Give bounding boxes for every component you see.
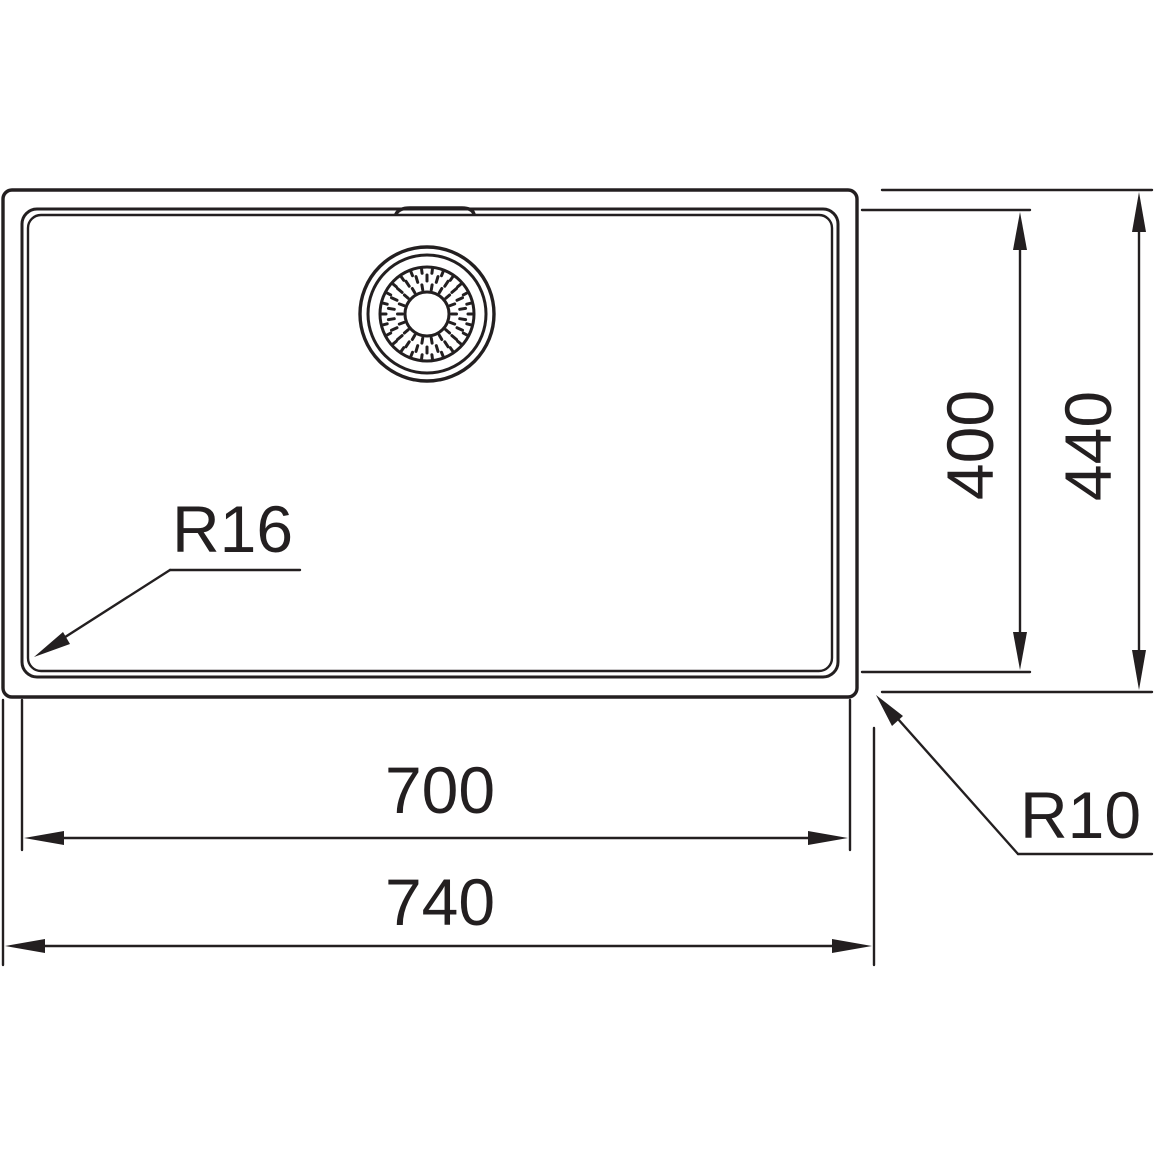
strainer-hole — [404, 340, 411, 349]
strainer-hole — [465, 301, 473, 306]
strainer-hole — [443, 340, 450, 349]
strainer-hole — [396, 287, 404, 294]
strainer-hole — [437, 333, 444, 341]
strainer-hole — [440, 270, 445, 278]
strainer-hole — [396, 334, 404, 341]
dimension-label-inner-depth: 400 — [933, 390, 1007, 500]
strainer-hole — [390, 296, 399, 302]
dimension-label-outer-width: 740 — [385, 865, 495, 939]
overflow-slot — [394, 206, 476, 216]
strainer-hole — [456, 282, 463, 289]
strainer-hole — [465, 322, 473, 327]
strainer-hole — [420, 267, 424, 275]
strainer-hole — [391, 282, 398, 289]
strainer-hole — [386, 317, 396, 322]
strainer-hole — [420, 283, 425, 292]
drain-strainer-icon — [358, 245, 496, 383]
strainer-hole — [410, 287, 417, 295]
bowl-inner-outline-shadow — [26, 213, 834, 673]
strainer-hole — [448, 302, 457, 308]
sink-outer-outline — [1, 188, 859, 699]
label-bowl-corner-radius: R16 — [172, 492, 293, 566]
strainer-hole — [458, 306, 468, 311]
strainer-hole — [399, 275, 406, 282]
strainer-hole — [397, 302, 406, 308]
strainer-hole — [397, 320, 406, 326]
strainer-hole — [385, 331, 393, 337]
bowl-inner-outline — [20, 207, 840, 679]
strainer-hole — [444, 293, 452, 300]
strainer-hole — [381, 301, 389, 306]
strainer-hole — [443, 279, 450, 288]
strainer-hole — [402, 328, 410, 335]
strainer-hole — [402, 293, 410, 300]
strainer-hole — [461, 291, 469, 297]
strainer-hole — [381, 322, 389, 327]
strainer-hole — [420, 336, 425, 345]
dimension-inner-width: 700 — [24, 753, 848, 845]
strainer-hole — [420, 353, 424, 361]
strainer-hole — [440, 350, 445, 358]
strainer-hole — [448, 320, 457, 326]
strainer-hole — [391, 339, 398, 346]
strainer-hole — [448, 275, 455, 282]
dimension-label-outer-depth: 440 — [1051, 391, 1125, 501]
strainer-hole — [430, 353, 434, 361]
dimension-inner-depth: 400 — [933, 212, 1027, 670]
strainer-hole — [461, 331, 469, 337]
strainer-hole — [437, 287, 444, 295]
strainer-hole — [444, 328, 452, 335]
strainer-hole — [410, 333, 417, 341]
strainer-hole — [434, 275, 440, 284]
strainer-hole — [399, 346, 406, 353]
strainer-hole — [404, 279, 411, 288]
leader-bowl-corner-radius: R16 — [34, 492, 302, 657]
label-outer-corner-radius: R10 — [1020, 778, 1141, 852]
strainer-hole — [450, 287, 458, 294]
strainer-hole — [386, 306, 396, 311]
strainer-hole — [385, 291, 393, 297]
strainer-hole — [390, 326, 399, 332]
strainer-hole — [448, 346, 455, 353]
strainer-hole — [434, 344, 440, 353]
strainer-hole — [456, 339, 463, 346]
strainer-hole — [409, 270, 414, 278]
strainer-hole — [455, 296, 464, 302]
leader-outer-corner-radius: R10 — [876, 695, 1154, 856]
dimension-outer-width: 740 — [5, 865, 872, 953]
strainer-hole — [450, 334, 458, 341]
strainer-hole — [409, 350, 414, 358]
strainer-hole — [414, 344, 420, 353]
dimension-outer-depth: 440 — [1051, 192, 1146, 690]
strainer-hole — [430, 267, 434, 275]
strainer-hole — [429, 336, 434, 345]
strainer-hole — [455, 326, 464, 332]
strainer-hole — [429, 283, 434, 292]
strainer-hole — [414, 275, 420, 284]
dimension-label-inner-width: 700 — [385, 753, 495, 827]
strainer-hole — [458, 317, 468, 322]
